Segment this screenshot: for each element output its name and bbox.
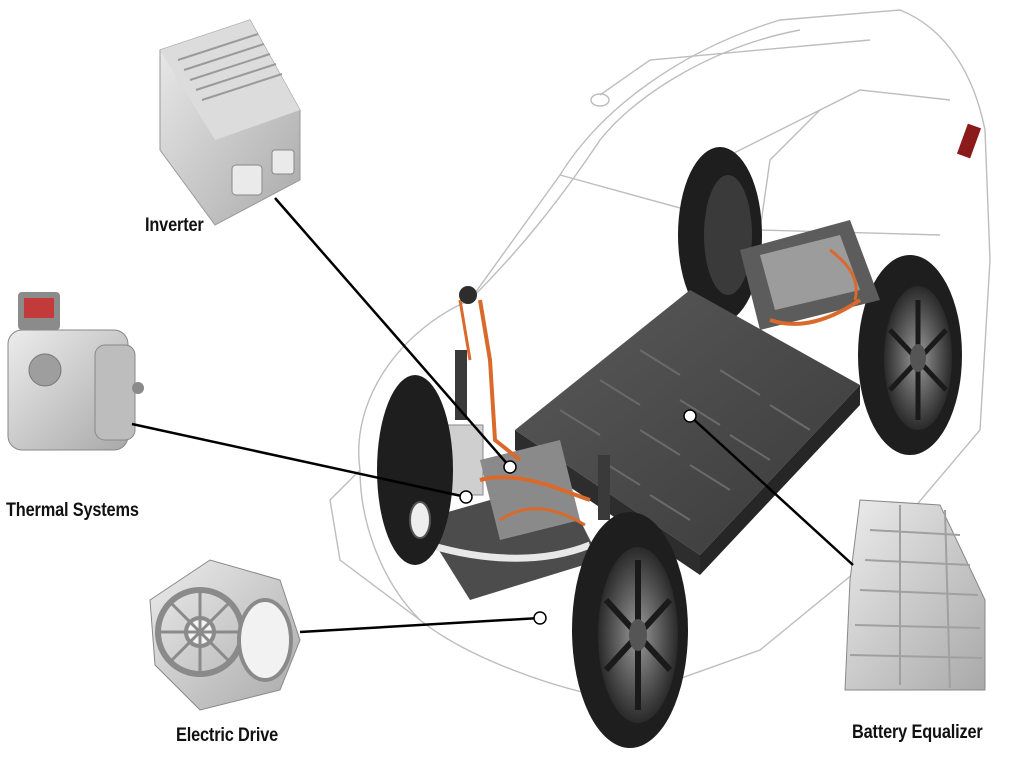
label-electric-drive: Electric Drive <box>176 725 279 746</box>
inverter-component <box>159 19 301 226</box>
leader-endpoints <box>459 409 697 625</box>
rear-right-wheel <box>858 255 962 455</box>
label-thermal-systems: Thermal Systems <box>6 500 139 521</box>
front-right-wheel <box>572 512 688 748</box>
rear-left-wheel <box>678 147 762 323</box>
tail-light <box>956 123 982 159</box>
rear-drive-unit <box>740 220 880 330</box>
leader-battery-equalizer <box>689 415 854 566</box>
thermal-dot <box>459 490 473 504</box>
label-inverter: Inverter <box>145 215 204 236</box>
leader-thermal <box>131 422 467 499</box>
inverter-dot <box>503 460 517 474</box>
leader-lines <box>131 197 854 634</box>
electric-drive-dot <box>533 611 547 625</box>
front-left-wheel <box>377 375 453 565</box>
battery-equalizer-component <box>844 499 986 691</box>
label-battery-equalizer: Battery Equalizer <box>852 722 983 743</box>
leader-inverter <box>274 197 511 468</box>
electric-drive-component <box>149 559 301 711</box>
battery-equalizer-dot <box>683 409 697 423</box>
leader-electric-drive <box>299 616 541 634</box>
front-subframe <box>420 286 610 600</box>
thermal-systems-component <box>7 292 144 451</box>
